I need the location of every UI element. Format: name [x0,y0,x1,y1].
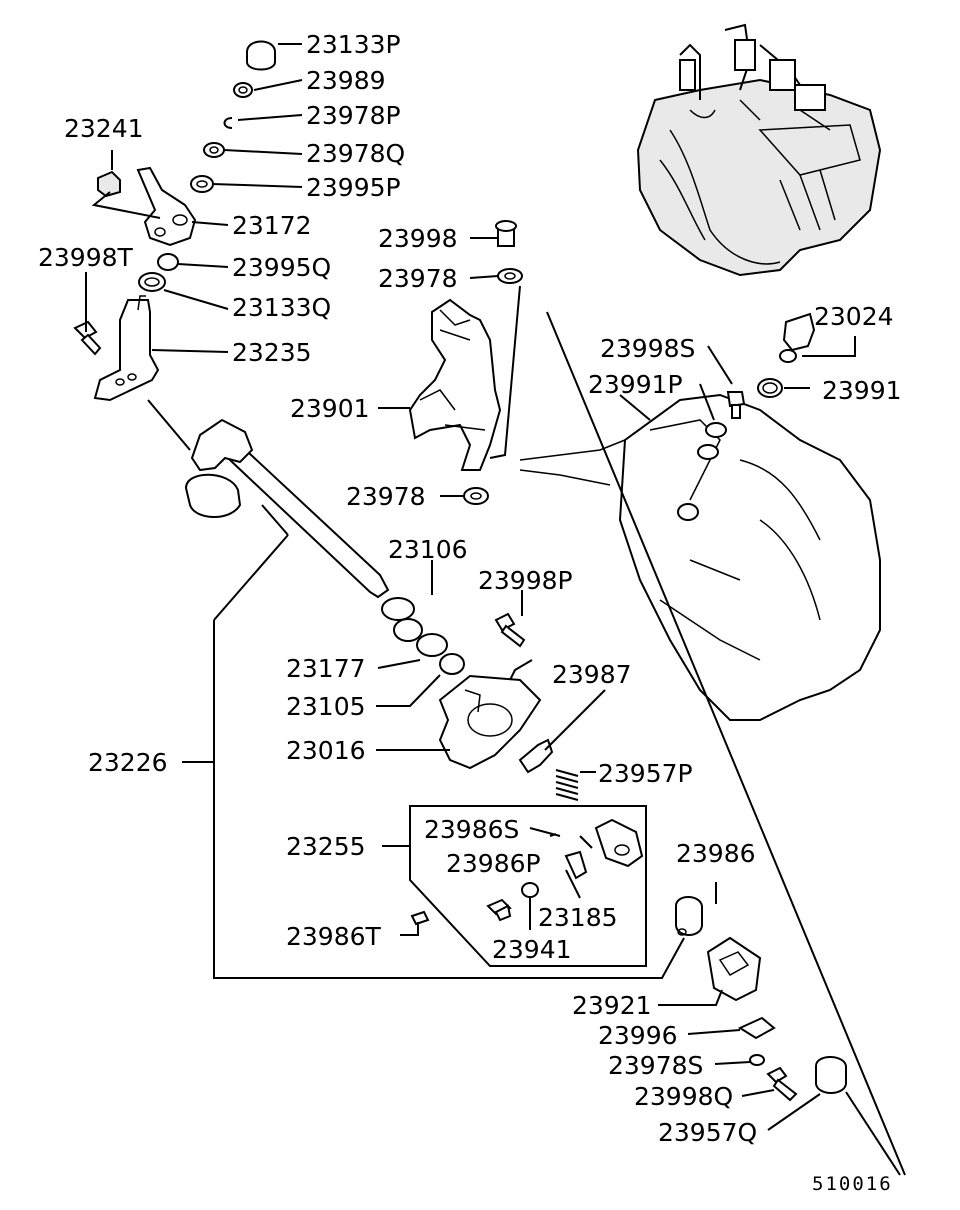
lower-right-parts-illustration [675,882,847,1102]
label-23016: 23016 [286,736,366,765]
label-23986: 23986 [676,839,756,868]
label-23978-top: 23978 [378,264,458,293]
label-23986S: 23986S [424,815,519,844]
transaxle-case-illustration [519,393,881,721]
section-boundary-line [546,311,906,1176]
label-23255: 23255 [286,832,366,861]
label-23991: 23991 [822,376,902,405]
label-23241: 23241 [64,114,144,143]
label-23978P: 23978P [306,101,401,130]
diagram-code: 510016 [812,1173,893,1195]
label-23133P: 23133P [306,30,401,59]
label-23986P: 23986P [446,849,541,878]
label-23998T: 23998T [38,243,134,272]
sensor-parts-illustration [726,312,816,419]
label-23998S: 23998S [600,334,695,363]
label-23024: 23024 [814,302,894,331]
label-23978-bottom: 23978 [346,482,426,511]
leader-bracket [147,399,191,451]
part-labels: 23133P 23989 23978P 23978Q 23995P 23241 … [38,30,902,1147]
label-23921: 23921 [572,991,652,1020]
label-23185: 23185 [538,903,618,932]
set-23255-parts-illustration [410,818,644,926]
label-23172: 23172 [232,211,312,240]
label-23177: 23177 [286,654,366,683]
shift-shaft-housing-illustration [184,418,579,801]
label-23226: 23226 [88,748,168,777]
label-23995Q: 23995Q [232,253,331,282]
label-23133Q: 23133Q [232,293,331,322]
label-23998: 23998 [378,224,458,253]
assembly-23226-bracket [182,534,685,979]
label-23957Q: 23957Q [658,1118,757,1147]
label-23235: 23235 [232,338,312,367]
transaxle-assembly-illustration [636,23,882,277]
set-23255-box [409,805,647,967]
label-23957P: 23957P [598,759,693,788]
leader-lines [85,43,901,1176]
leader-shaft [261,504,289,536]
label-23978Q: 23978Q [306,139,405,168]
label-23996: 23996 [598,1021,678,1050]
bracket-23901-illustration [408,220,523,505]
label-23105: 23105 [286,692,366,721]
label-23986T: 23986T [286,922,382,951]
shift-lever-parts [73,40,276,402]
label-23998P: 23998P [478,566,573,595]
label-23998Q: 23998Q [634,1082,733,1111]
label-23978S: 23978S [608,1051,703,1080]
label-23106: 23106 [388,535,468,564]
label-23987: 23987 [552,660,632,689]
label-23991P: 23991P [588,370,683,399]
label-23989: 23989 [306,66,386,95]
label-23995P: 23995P [306,173,401,202]
label-23901: 23901 [290,394,370,423]
label-23941: 23941 [492,935,572,964]
